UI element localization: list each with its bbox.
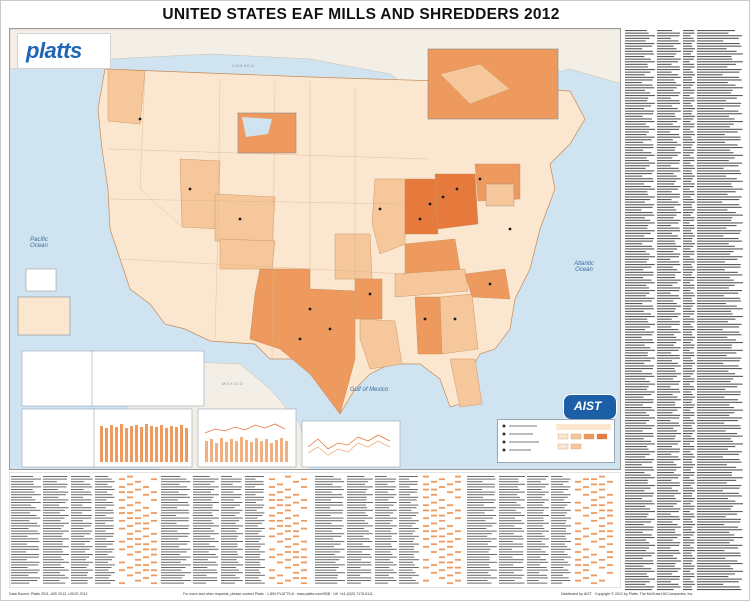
state-florida bbox=[449, 358, 483, 408]
map-legend bbox=[497, 419, 615, 463]
state-illinois bbox=[371, 178, 406, 255]
state-kansas bbox=[219, 238, 276, 270]
state-kentucky bbox=[404, 238, 461, 275]
state-georgia bbox=[439, 293, 479, 355]
footer-source: Data Source: Platts 2011, AISI 2012, USG… bbox=[9, 592, 88, 596]
platts-logo-text: platts bbox=[26, 38, 82, 63]
state-louisiana bbox=[359, 318, 403, 370]
aist-logo-text: AIST bbox=[574, 399, 602, 413]
label-canada: CANADA bbox=[232, 63, 255, 68]
state-washington bbox=[107, 68, 146, 125]
detail-inset-ohio bbox=[485, 183, 515, 207]
eaf-production-bars bbox=[100, 424, 188, 462]
scrap-price-chart bbox=[301, 420, 401, 468]
state-indiana bbox=[404, 178, 439, 235]
us-map[interactable]: CANADA MEXICO Pacific Ocean Atlantic Oce… bbox=[9, 28, 621, 470]
page-title: UNITED STATES EAF MILLS AND SHREDDERS 20… bbox=[162, 6, 560, 23]
state-borders bbox=[107, 70, 431, 360]
label-pacific-ocean: Pacific Ocean bbox=[30, 237, 48, 249]
state-ranking-table bbox=[21, 350, 97, 407]
shredder-ranking-table bbox=[21, 408, 97, 468]
label-mexico: MEXICO bbox=[222, 381, 244, 386]
state-alabama bbox=[414, 296, 443, 355]
state-utah bbox=[179, 158, 221, 230]
state-carolinas bbox=[464, 268, 511, 300]
label-gulf-of-mexico: Gulf of Mexico bbox=[349, 387, 389, 393]
label-atlantic-ocean: Atlantic Ocean bbox=[574, 261, 594, 273]
shredder-directory-table bbox=[8, 471, 622, 589]
state-texas bbox=[249, 268, 356, 415]
state-ohio bbox=[434, 173, 479, 230]
state-missouri bbox=[334, 233, 373, 280]
map-svg bbox=[10, 29, 620, 469]
state-arkansas bbox=[354, 278, 383, 320]
platts-logo: platts bbox=[17, 33, 111, 69]
state-tennessee bbox=[394, 268, 469, 298]
eaf-capacity-table bbox=[91, 350, 205, 407]
footer-copyright: Distributed by AIST · Copyright © 2012 b… bbox=[561, 592, 694, 596]
footer-contact: For more and other requests, please cont… bbox=[183, 592, 373, 596]
alaska-inset bbox=[17, 296, 71, 336]
mill-directory-list bbox=[623, 28, 745, 594]
aist-logo: AIST bbox=[563, 394, 617, 420]
hawaii-inset bbox=[25, 268, 57, 292]
